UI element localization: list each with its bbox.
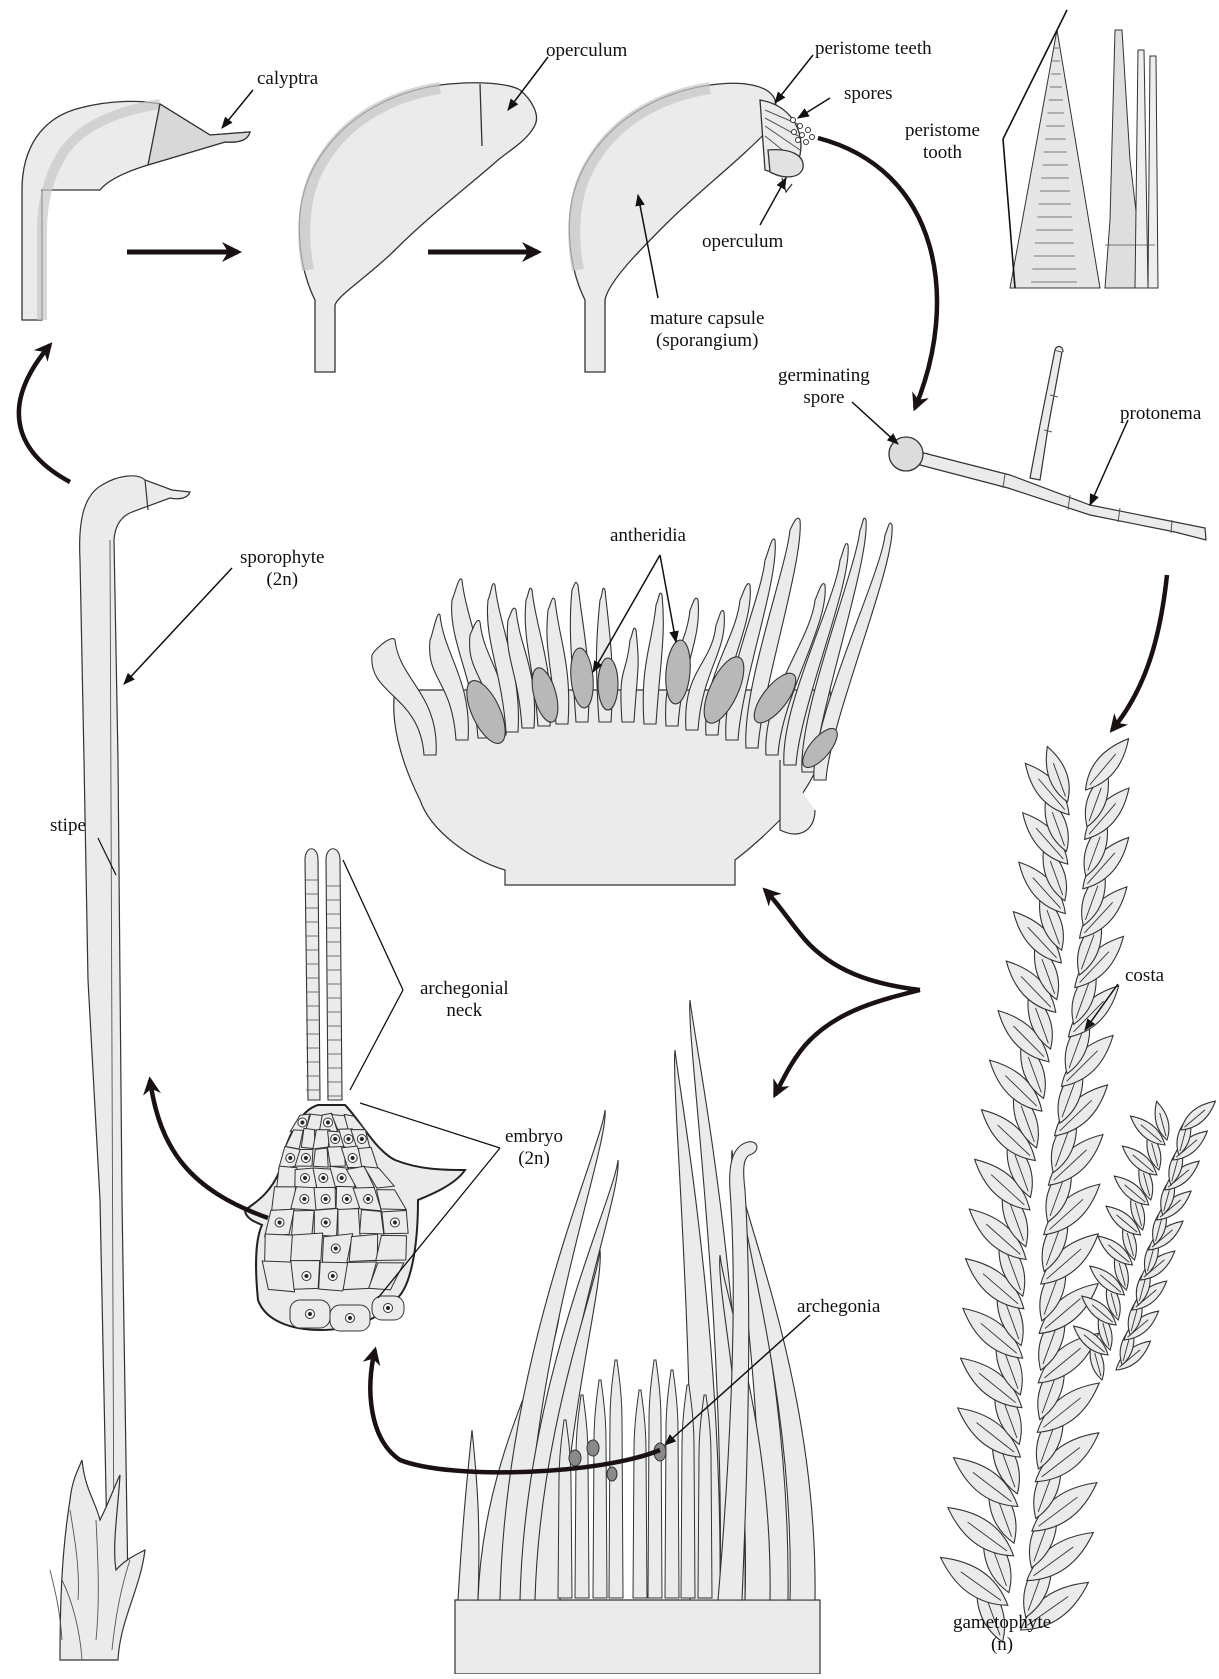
cell-nucleolus	[305, 1274, 308, 1277]
embryo-cell	[349, 1234, 378, 1261]
cell-nucleolus	[324, 1197, 327, 1200]
capsule-with-calyptra	[22, 101, 250, 320]
archegonium	[665, 1370, 679, 1598]
sporophyte-whole	[50, 476, 190, 1660]
embryo-cell	[376, 1235, 407, 1260]
protonema-leader	[1090, 420, 1128, 505]
protonema	[889, 346, 1206, 540]
arrow-protonema-to-gametophyte	[1112, 575, 1167, 730]
cell-nucleolus	[347, 1137, 350, 1140]
cell-nucleolus	[322, 1176, 325, 1179]
cell-nucleolus	[345, 1197, 348, 1200]
embryo-cell	[291, 1233, 323, 1261]
cell-nucleolus	[351, 1156, 354, 1159]
embryo-cell	[265, 1234, 295, 1262]
sporophyte-leader	[124, 568, 232, 684]
cell-nucleolus	[360, 1137, 363, 1140]
label-protonema: protonema	[1120, 403, 1201, 425]
archegonial-head	[455, 1000, 820, 1674]
operculum-lower-leader	[760, 178, 786, 225]
archegonium	[681, 1385, 695, 1598]
label-germinating-spore: germinatingspore	[778, 365, 870, 409]
label-archegonial-neck: archegonialneck	[420, 978, 509, 1022]
cell-nucleolus	[326, 1121, 329, 1124]
label-peristome-teeth: peristome teeth	[815, 38, 932, 60]
label-stipe: stipe	[50, 815, 86, 837]
cell-nucleolus	[393, 1221, 396, 1224]
cell-nucleolus	[301, 1121, 304, 1124]
cell-nucleolus	[334, 1247, 337, 1250]
label-operculum-lower: operculum	[702, 231, 783, 253]
label-costa: costa	[1125, 965, 1164, 987]
archegonium	[593, 1380, 607, 1598]
arrow-sporophyte-to-capsule	[19, 345, 70, 482]
cell-nucleolus	[334, 1137, 337, 1140]
label-gametophyte: gametophyte(n)	[953, 1612, 1051, 1656]
archegonial-neck-pointer	[343, 860, 403, 1090]
cell-nucleolus	[331, 1274, 334, 1277]
embryo-cell	[301, 1128, 314, 1148]
arrows-from-gametophyte	[765, 890, 920, 1095]
embryo-cell	[292, 1210, 315, 1235]
label-mature-capsule: mature capsule(sporangium)	[650, 308, 764, 352]
peristome-teeth-leader	[775, 55, 813, 103]
label-archegonia: archegonia	[797, 1296, 880, 1318]
capsule-with-operculum	[299, 83, 536, 372]
gametophyte-shoot	[941, 739, 1216, 1642]
cell-nucleolus	[303, 1176, 306, 1179]
cell-nucleolus	[304, 1156, 307, 1159]
label-calyptra: calyptra	[257, 68, 318, 90]
embryo-cell	[277, 1166, 297, 1188]
arrow-embryo-to-sporophyte	[150, 1080, 268, 1218]
archegonium-with-embryo	[245, 849, 465, 1331]
antheridium	[598, 658, 618, 710]
calyptra-leader	[222, 90, 253, 128]
cell-nucleolus	[324, 1221, 327, 1224]
cell-nucleolus	[308, 1312, 311, 1315]
peristome-tooth-detail	[1010, 30, 1158, 288]
archegonium	[698, 1395, 712, 1598]
cell-nucleolus	[303, 1197, 306, 1200]
antheridial-head	[372, 518, 892, 885]
label-sporophyte: sporophyte(2n)	[240, 547, 324, 591]
archegonium	[648, 1360, 662, 1598]
cell-nucleolus	[278, 1221, 281, 1224]
embryo-cell	[338, 1209, 360, 1237]
label-spores: spores	[844, 83, 893, 105]
label-antheridia: antheridia	[610, 525, 686, 547]
cell-nucleolus	[289, 1156, 292, 1159]
label-operculum-top: operculum	[546, 40, 627, 62]
embryo-cell	[313, 1148, 328, 1167]
perichaetial-leaf	[458, 1430, 479, 1600]
spores-leader	[798, 98, 830, 118]
cell-nucleolus	[348, 1316, 351, 1319]
cell-nucleolus	[367, 1197, 370, 1200]
cell-nucleolus	[386, 1306, 389, 1309]
archegonium	[575, 1395, 589, 1598]
embryo-cell	[360, 1210, 384, 1234]
archegonium	[633, 1390, 647, 1598]
label-embryo: embryo(2n)	[505, 1126, 563, 1170]
cell-nucleolus	[340, 1176, 343, 1179]
